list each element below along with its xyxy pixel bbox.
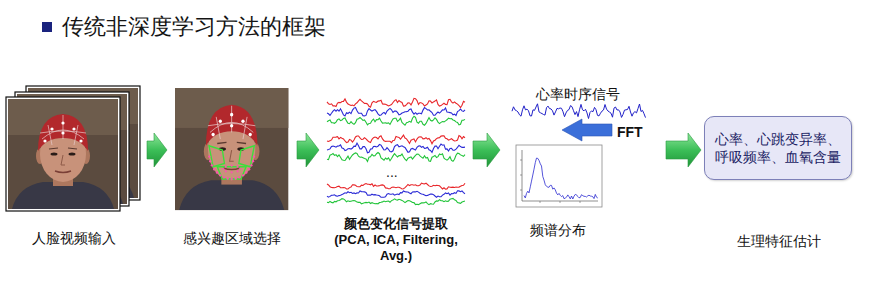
landmark-dot — [239, 168, 241, 170]
color-signals — [327, 98, 465, 204]
landmark-dot — [211, 164, 213, 166]
stage-caption: 频谱分布 — [503, 222, 613, 239]
landmark-dot — [245, 171, 247, 173]
signal-wave — [327, 198, 465, 204]
stage-caption: 生理特征估计 — [699, 233, 859, 250]
spectrum-figure — [512, 104, 646, 207]
landmark-dot — [231, 171, 233, 173]
signal-wave — [327, 183, 465, 189]
heart-rate-wave — [512, 104, 646, 119]
landmark-dot — [209, 160, 211, 162]
landmark-dot — [225, 170, 227, 172]
signal-wave — [327, 98, 465, 107]
signal-wave — [327, 108, 465, 117]
flow-arrow — [666, 133, 701, 167]
landmark-dot — [250, 164, 252, 166]
landmark-dot — [242, 174, 244, 176]
landmark-dot — [253, 155, 255, 157]
landmark-dot — [213, 168, 215, 170]
flow-arrow — [297, 133, 319, 167]
process-stage: 心率时序信号 FFT 频谱分布 — [503, 84, 663, 250]
stage-caption: 心率时序信号 — [503, 86, 653, 103]
fft-arrow — [562, 119, 612, 141]
landmark-dot — [231, 165, 233, 167]
landmark-dot — [223, 176, 225, 178]
flow-arrow — [473, 133, 500, 167]
slide-title: 传统非深度学习方法的框架 — [62, 13, 326, 41]
process-stage: 感兴趣区域选择 — [170, 84, 294, 250]
landmark-dot — [219, 174, 221, 176]
stage-caption: 感兴趣区域选择 — [170, 230, 294, 247]
landmark-dot — [252, 160, 254, 162]
landmark-dot — [208, 155, 210, 157]
ellipsis-label: ... — [386, 165, 398, 179]
signal-wave — [327, 116, 465, 125]
stage-caption: 人脸视频输入 — [4, 230, 144, 247]
landmark-dot — [238, 176, 240, 178]
roi-face — [175, 88, 288, 210]
landmark-dot — [248, 168, 250, 170]
title-bullet — [42, 22, 52, 32]
landmark-dot — [236, 166, 238, 168]
output-box: 心率、心跳变异率、呼吸频率、血氧含量生理特征估计 — [704, 116, 852, 180]
landmark-dot — [231, 178, 233, 180]
stage-caption: 颜色变化信号提取 (PCA, ICA, Filtering, Avg.) — [332, 216, 460, 264]
signal-wave — [327, 191, 465, 198]
signal-wave — [327, 143, 465, 153]
landmark-dot — [236, 170, 238, 172]
process-stage: 人脸视频输入 — [4, 84, 144, 250]
video-frames — [6, 86, 140, 211]
landmark-dot — [235, 177, 237, 179]
signal-wave — [327, 153, 465, 162]
spectrum-line — [524, 158, 598, 199]
signal-wave — [327, 135, 465, 144]
box-text: 心率、心跳变异率、呼吸频率、血氧含量 — [705, 130, 851, 166]
landmark-dot — [225, 166, 227, 168]
flow-arrow — [147, 133, 167, 167]
landmark-dot — [216, 171, 218, 173]
landmark-dot — [227, 177, 229, 179]
landmark-dot — [222, 168, 224, 170]
fft-label: FFT — [617, 124, 661, 141]
